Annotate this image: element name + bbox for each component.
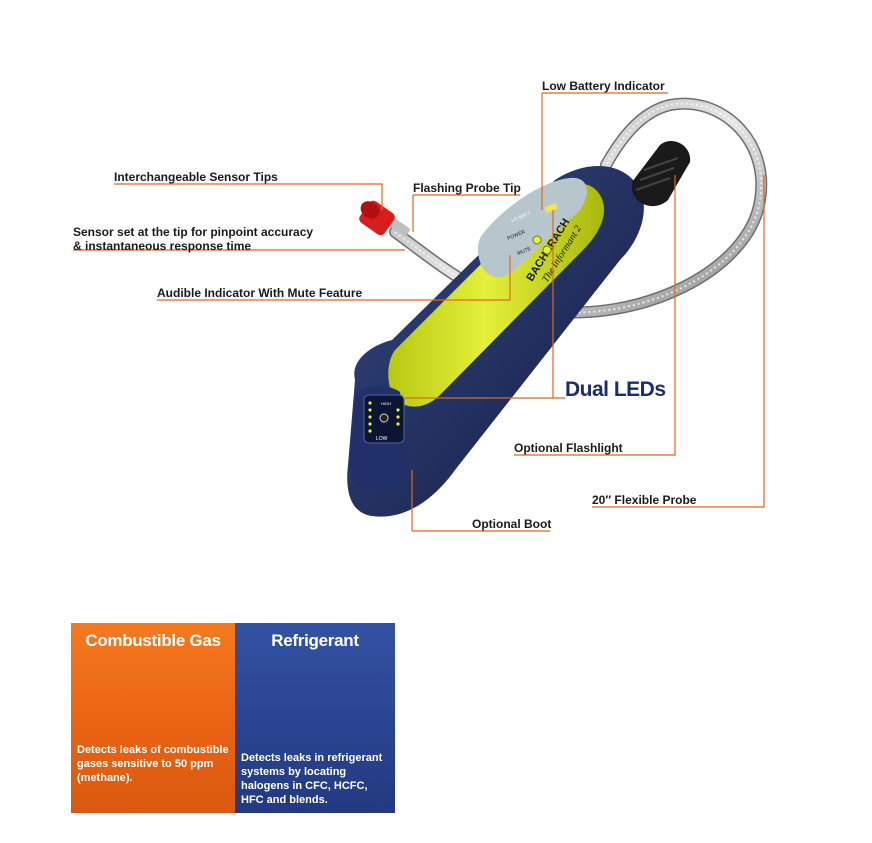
panel-combustible-title: Combustible Gas [85,631,221,650]
detector-body [347,141,691,517]
callout-boot: Optional Boot [472,517,552,531]
callout-audible: Audible Indicator With Mute Feature [157,286,363,300]
leader-lines [73,92,765,532]
flashlight-cap [632,141,691,207]
callout-low-battery: Low Battery Indicator [542,79,665,93]
callout-sensor-tips: Interchangeable Sensor Tips [114,170,278,184]
led-high-label: HIGH [381,401,391,406]
callout-dual-leds: Dual LEDs [565,378,666,401]
panel-refrigerant: Refrigerant Detects leaks in refrigerant… [235,623,395,813]
mute-label: MUTE [517,246,533,257]
panel-refrigerant-title: Refrigerant [271,631,359,650]
lo-batt-lamp [544,203,558,213]
mute-button[interactable] [542,245,552,255]
led-low-label: LOW [376,436,388,442]
power-button[interactable] [532,235,542,245]
callout-flexible-probe: 20″ Flexible Probe [592,493,697,507]
callout-flashing-tip: Flashing Probe Tip [413,181,521,195]
callout-sensor-set: Sensor set at the tip for pinpoint accur… [73,225,314,253]
panel-refrigerant-text: Detects leaks in refrigerant systems by … [241,752,383,806]
panel-combustible-gas: Combustible Gas Detects leaks of combust… [71,623,235,813]
sensor-tip [359,200,411,237]
panel-combustible-text: Detects leaks of combustible gases sensi… [77,744,229,784]
callout-flashlight: Optional Flashlight [514,441,623,455]
